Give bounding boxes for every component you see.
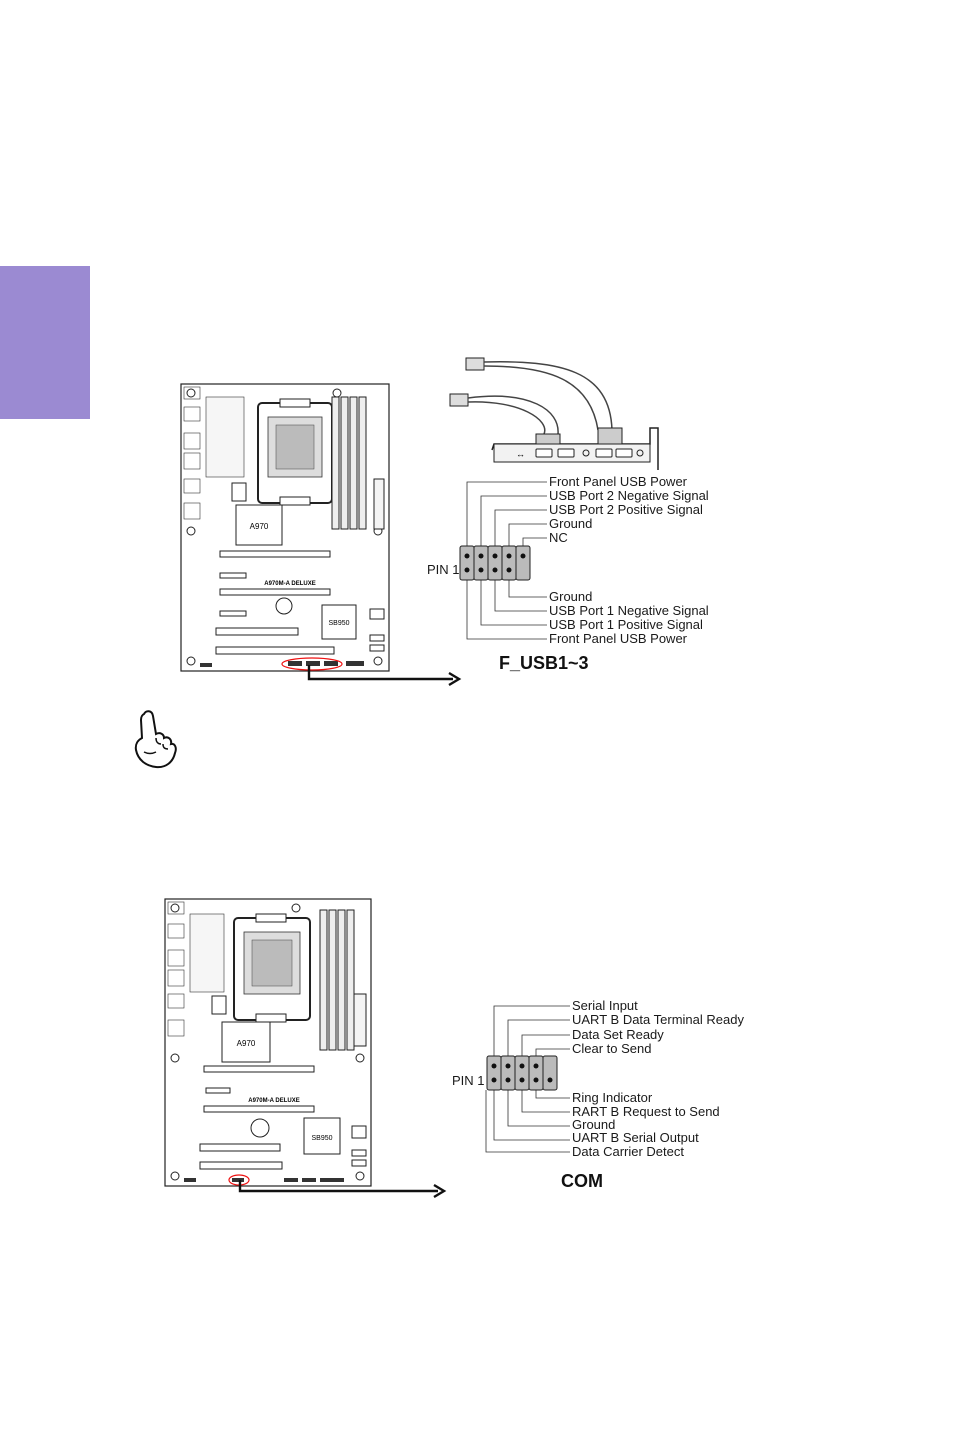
pointing-hand-icon [134, 710, 177, 769]
com-pin-label: Ring Indicator [572, 1090, 653, 1105]
usb-pin-label: USB Port 2 Negative Signal [549, 488, 709, 503]
usb-pin-label: NC [549, 530, 568, 545]
usb-board-sb-label: SB950 [328, 620, 349, 627]
usb-pin-label: Front Panel USB Power [549, 631, 688, 646]
usb-connector-name: F_USB1~3 [499, 653, 589, 673]
com-motherboard-diagram: A970 A970M-A DELUXE SB950 [164, 898, 372, 1187]
com-pointer-arrow [238, 1180, 447, 1199]
section-side-tab [0, 266, 90, 419]
usb-bracket-cable-icon: ↔ [449, 357, 659, 470]
usb-pin-label: Ground [549, 589, 593, 604]
usb-pin1-label: PIN 1 [427, 562, 460, 577]
usb-pin-label: Ground [549, 516, 593, 531]
com-board-nb-label: A970 [237, 1039, 256, 1048]
com-pin1-label: PIN 1 [452, 1073, 485, 1088]
usb-pin-label: Front Panel USB Power [549, 474, 688, 489]
svg-text:↔: ↔ [516, 449, 525, 459]
usb-pin-header-diagram [459, 481, 547, 640]
usb-pin-label: USB Port 1 Negative Signal [549, 603, 709, 618]
com-pin-label: Data Carrier Detect [572, 1144, 684, 1159]
com-pin-label: Serial Input [572, 998, 638, 1013]
usb-pin-label: USB Port 2 Positive Signal [549, 502, 703, 517]
usb-pin-label: USB Port 1 Positive Signal [549, 617, 703, 632]
com-pin-label: Ground [572, 1117, 616, 1132]
usb-pointer-arrow [307, 665, 462, 687]
com-board-sb-label: SB950 [311, 1135, 332, 1142]
com-board-model-label: A970M-A DELUXE [248, 1098, 299, 1104]
com-pin-label: Clear to Send [572, 1041, 652, 1056]
com-pin-label: RART B Request to Send [572, 1104, 720, 1119]
usb-motherboard-diagram: A970 A970M-A DELUXE SB950 [180, 383, 390, 672]
usb-board-model-label: A970M-A DELUXE [264, 581, 315, 587]
com-pin-label: UART B Data Terminal Ready [572, 1012, 744, 1027]
com-pin-label: Data Set Ready [572, 1027, 664, 1042]
usb-board-nb-label: A970 [250, 522, 269, 531]
com-pin-header-diagram [485, 1005, 570, 1153]
com-connector-name: COM [561, 1171, 603, 1191]
com-pin-label: UART B Serial Output [572, 1130, 699, 1145]
